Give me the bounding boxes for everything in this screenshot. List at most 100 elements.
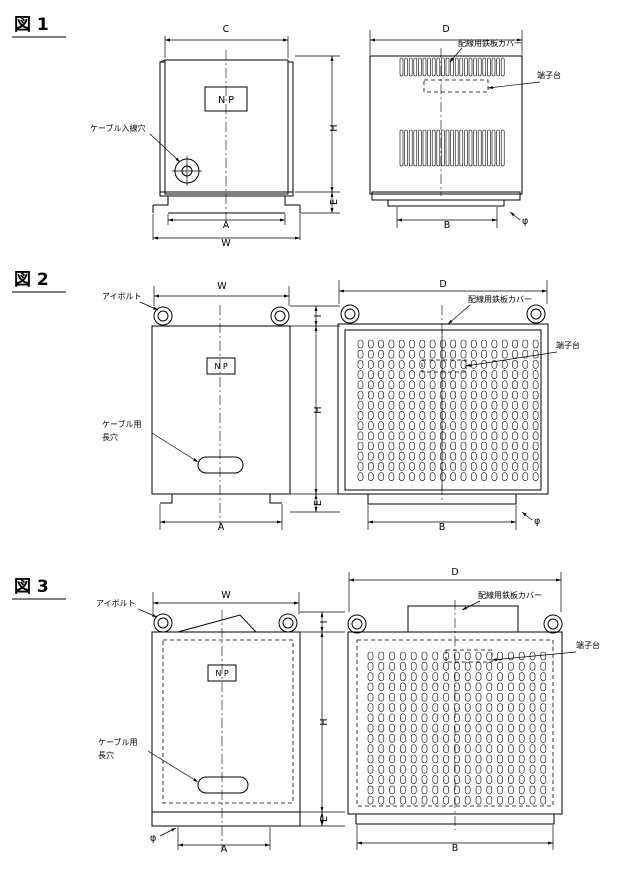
- vent-slot: [421, 672, 428, 681]
- vent-slot: [540, 713, 547, 723]
- fig1-side-body: [369, 55, 523, 195]
- fig2-nameplate-text: N P: [214, 362, 228, 371]
- vent-slot: [460, 462, 467, 471]
- vent-slot: [421, 734, 428, 743]
- vent-slot: [518, 713, 525, 723]
- vent-slot: [522, 441, 529, 451]
- vent-slot: [440, 390, 446, 400]
- vent-slot: [404, 57, 408, 77]
- vent-slot: [409, 441, 415, 451]
- vent-slot: [419, 431, 426, 441]
- vent-slot: [496, 57, 500, 77]
- vent-slot: [477, 57, 482, 77]
- vent-slot: [491, 57, 496, 77]
- vent-slot: [464, 775, 471, 784]
- fig2-dim-a: A: [218, 522, 225, 533]
- vent-slot: [378, 764, 385, 774]
- vent-slot: [512, 390, 518, 400]
- fig1-dim-w: W: [221, 238, 231, 249]
- vent-slot: [431, 57, 436, 77]
- vent-slot: [454, 754, 460, 764]
- vent-slot: [501, 451, 508, 461]
- vent-slot: [400, 754, 406, 764]
- vent-slot: [497, 764, 503, 774]
- vent-slot: [378, 775, 385, 784]
- vent-slot: [512, 339, 518, 349]
- vent-slot: [431, 129, 436, 167]
- vent-slot: [404, 129, 408, 167]
- vent-slot: [522, 411, 529, 420]
- vent-slot: [367, 713, 374, 723]
- vent-slot: [529, 661, 536, 671]
- vent-slot: [487, 129, 491, 167]
- vent-slot: [481, 400, 487, 410]
- vent-slot: [518, 723, 525, 733]
- vent-slot: [443, 682, 449, 692]
- vent-slot: [512, 472, 518, 481]
- vent-slot: [378, 411, 384, 420]
- vent-slot: [497, 692, 503, 702]
- fig3-dim-e: E: [319, 816, 330, 822]
- vent-slot: [464, 692, 471, 702]
- vent-slot: [389, 672, 395, 681]
- vent-slot: [367, 744, 374, 754]
- vent-slot: [481, 421, 487, 430]
- vent-slot: [419, 411, 426, 420]
- fig2-eyebolt-right: [270, 306, 290, 326]
- vent-slot: [421, 713, 428, 723]
- vent-slot: [512, 441, 518, 451]
- fig3-nameplate: [207, 664, 237, 682]
- vent-slot: [409, 370, 415, 379]
- vent-slot: [440, 370, 446, 379]
- vent-slot: [450, 441, 457, 451]
- vent-slot: [388, 441, 395, 451]
- vent-slot: [410, 734, 417, 743]
- vent-slot: [497, 672, 503, 681]
- vent-slot: [540, 785, 547, 795]
- vent-slot: [508, 734, 514, 743]
- vent-slot: [475, 785, 482, 795]
- vent-slot: [454, 713, 460, 723]
- vent-slot: [450, 400, 457, 410]
- vent-slot: [429, 431, 436, 441]
- vent-slot: [496, 129, 500, 167]
- vent-slot: [512, 349, 518, 359]
- vent-slot: [367, 672, 374, 681]
- vent-slot: [443, 744, 449, 754]
- vent-slot: [429, 400, 436, 410]
- vent-slot: [367, 682, 374, 692]
- vent-slot: [512, 421, 518, 430]
- vent-slot: [400, 785, 406, 795]
- vent-slot: [470, 339, 477, 349]
- fig1-terminal-block: [423, 79, 489, 93]
- vent-slot: [367, 661, 374, 671]
- vent-slot: [512, 411, 518, 420]
- vent-slot: [491, 380, 498, 390]
- fig3-eyebolt-right: [278, 613, 298, 633]
- vent-slot: [454, 129, 459, 167]
- vent-slot: [532, 339, 539, 349]
- vent-slot: [473, 57, 477, 77]
- vent-slot: [378, 651, 385, 661]
- vent-slot: [398, 400, 405, 410]
- vent-slot: [497, 661, 503, 671]
- fig3-cable-label-2: 長穴: [98, 750, 114, 760]
- vent-slot: [399, 57, 404, 77]
- vent-slot: [450, 462, 457, 471]
- fig3-dim-b: B: [452, 843, 459, 854]
- figure-3-title: 図 3: [14, 577, 49, 597]
- vent-slot: [473, 129, 477, 167]
- vent-slot: [429, 360, 436, 369]
- vent-slot: [475, 713, 482, 723]
- vent-slot: [481, 441, 487, 451]
- vent-slot: [532, 349, 539, 359]
- vent-slot: [522, 462, 529, 471]
- vent-slot: [441, 57, 445, 77]
- vent-slot: [357, 360, 364, 369]
- vent-slot: [367, 421, 374, 430]
- vent-slot: [410, 703, 417, 712]
- vent-slot: [460, 441, 467, 451]
- vent-slot: [421, 775, 428, 784]
- vent-slot: [378, 421, 384, 430]
- vent-slot: [532, 400, 539, 410]
